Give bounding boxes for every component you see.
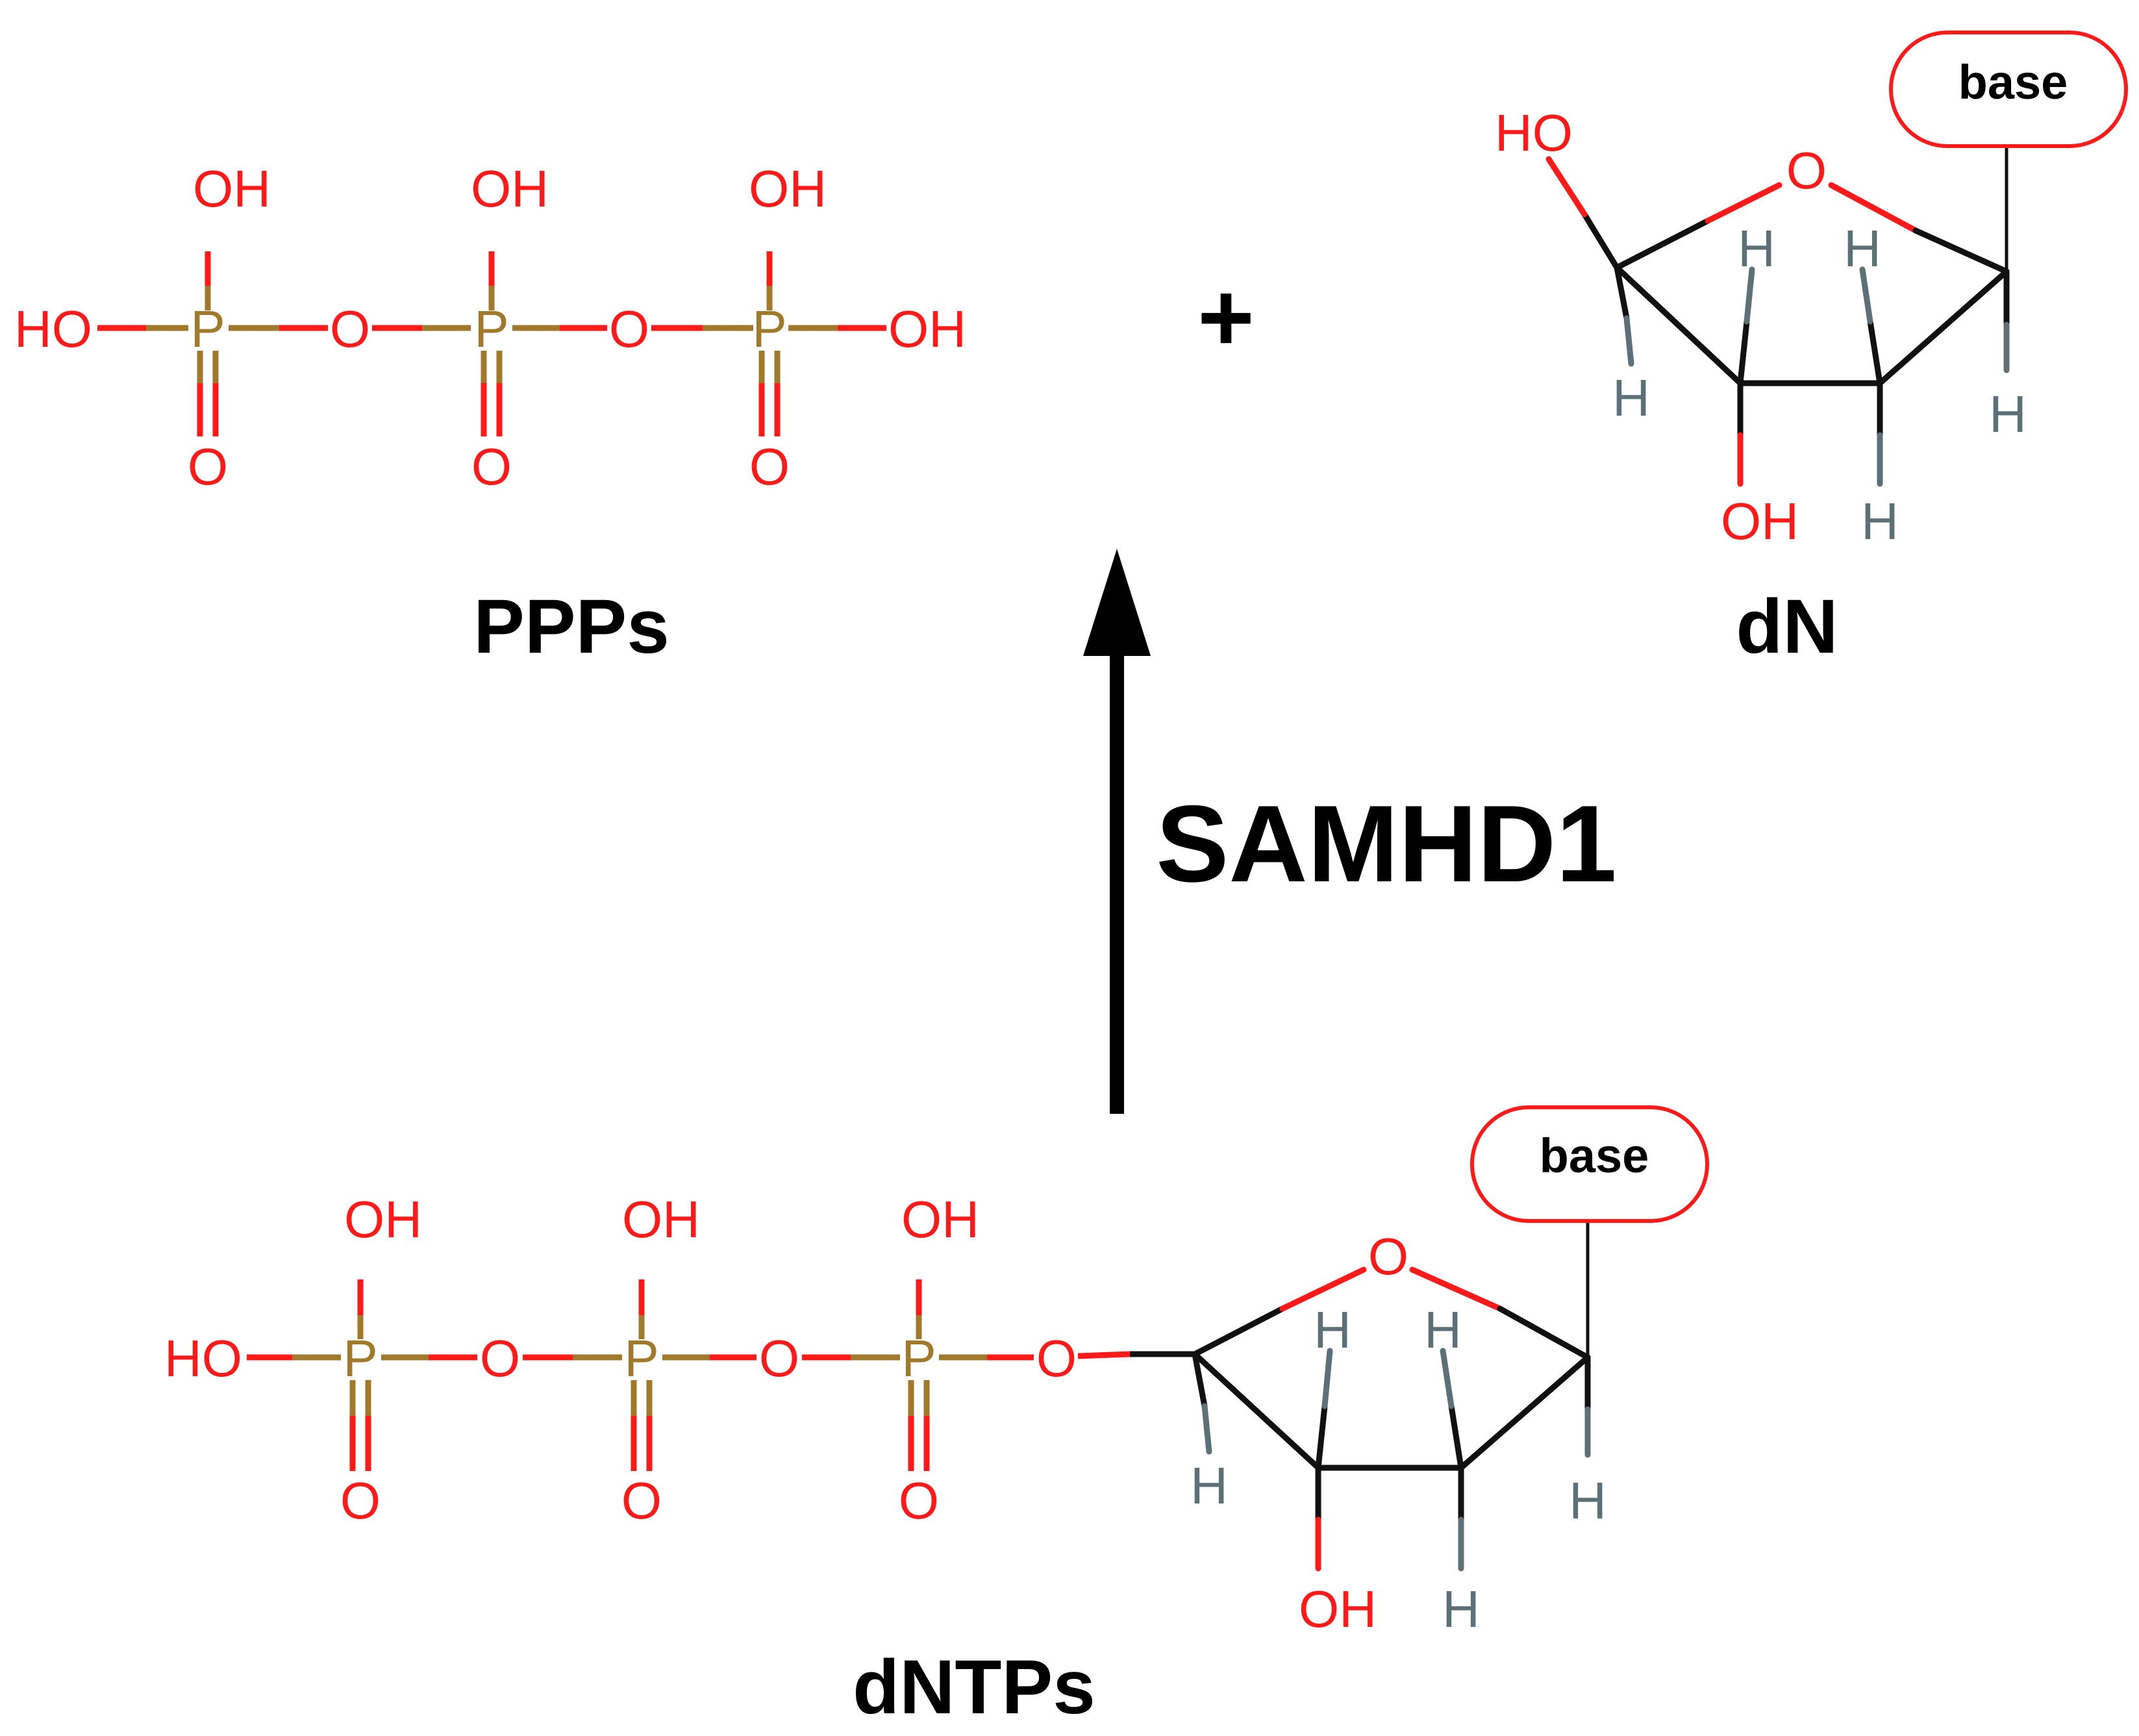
dntp-ring-o-label: O: [1368, 1227, 1408, 1285]
dntp-p2-o-label: O: [621, 1472, 662, 1529]
ppp-p2-o-label: O: [471, 438, 512, 496]
dntp-bridge-o2-label: O: [759, 1329, 799, 1387]
dn-c2-h-down-label: H: [1861, 492, 1899, 550]
dntp-p3-label: P: [901, 1329, 936, 1387]
dn-c2-h-up-label: H: [1844, 220, 1881, 277]
dntp-bridge-o1-label: O: [480, 1329, 520, 1387]
dntp-p2-label: P: [624, 1329, 658, 1387]
ppp-molecule: [97, 251, 886, 436]
dn-molecule: [1545, 144, 2010, 487]
ppp-terminal-oh-label: OH: [888, 300, 966, 358]
ppp-p1-label: P: [190, 300, 225, 358]
dntp-c4-h-label: H: [1190, 1457, 1228, 1515]
dn-c3-oh-label: OH: [1721, 492, 1799, 550]
dntp-atom-labels: HO P OH O O P OH O O P OH O O O H H OH H…: [164, 1190, 1607, 1638]
dntp-sugar: [1192, 1219, 1591, 1572]
dntp-ester-o-label: O: [1036, 1329, 1077, 1387]
dn-atom-labels: HO O H H OH H H H: [1495, 104, 2027, 550]
dntp-p1-o-label: O: [340, 1472, 381, 1529]
dntp-base-box: base: [1470, 1105, 1709, 1223]
ppp-p3-o-label: O: [749, 438, 790, 496]
dntp-molecule: [247, 1279, 1195, 1471]
ppp-p3-oh-label: OH: [749, 160, 827, 218]
dn-c4-h-label: H: [1612, 369, 1650, 427]
dntp-c3-oh-label: OH: [1299, 1580, 1377, 1638]
dn-c3-h-label: H: [1738, 220, 1775, 277]
ppp-atom-labels: HO P OH O O P OH O O P OH O OH: [14, 160, 966, 496]
dn-label: dN: [1736, 584, 1838, 670]
ppp-bridge-o1-label: O: [330, 300, 370, 358]
ppp-ho-label: HO: [14, 300, 92, 358]
plus-sign: +: [1197, 262, 1255, 371]
dntp-c2-h-up-label: H: [1424, 1301, 1462, 1359]
dn-ring-o-label: O: [1786, 142, 1827, 199]
dn-base-label: base: [1958, 55, 2068, 109]
dntp-p3-o-label: O: [899, 1472, 939, 1529]
dntp-c3-h-label: H: [1314, 1301, 1351, 1359]
dn-c1-h-label: H: [1989, 385, 2027, 443]
dntp-label: dNTPs: [853, 1644, 1095, 1730]
enzyme-label: SAMHD1: [1156, 783, 1616, 905]
dn-c4-ho-label: HO: [1495, 104, 1573, 162]
dntp-ho-label: HO: [164, 1329, 242, 1387]
dntp-p1-oh-label: OH: [344, 1190, 422, 1248]
reaction-arrow: [1083, 549, 1151, 1114]
dntp-c2-h-down-label: H: [1442, 1580, 1480, 1638]
ppp-bridge-o2-label: O: [609, 300, 649, 358]
ppp-p1-oh-label: OH: [193, 160, 271, 218]
dntp-p1-label: P: [343, 1329, 377, 1387]
ppp-p2-oh-label: OH: [471, 160, 549, 218]
ppp-p2-label: P: [474, 300, 508, 358]
ppp-label: PPPs: [473, 584, 669, 670]
dntp-base-label: base: [1540, 1129, 1649, 1183]
ppp-p3-label: P: [752, 300, 786, 358]
dntp-p2-oh-label: OH: [622, 1190, 700, 1248]
dntp-p3-oh-label: OH: [901, 1190, 979, 1248]
ppp-p1-o-label: O: [188, 438, 228, 496]
dntp-c1-h-label: H: [1569, 1472, 1607, 1529]
dn-base-box: base: [1889, 31, 2128, 148]
